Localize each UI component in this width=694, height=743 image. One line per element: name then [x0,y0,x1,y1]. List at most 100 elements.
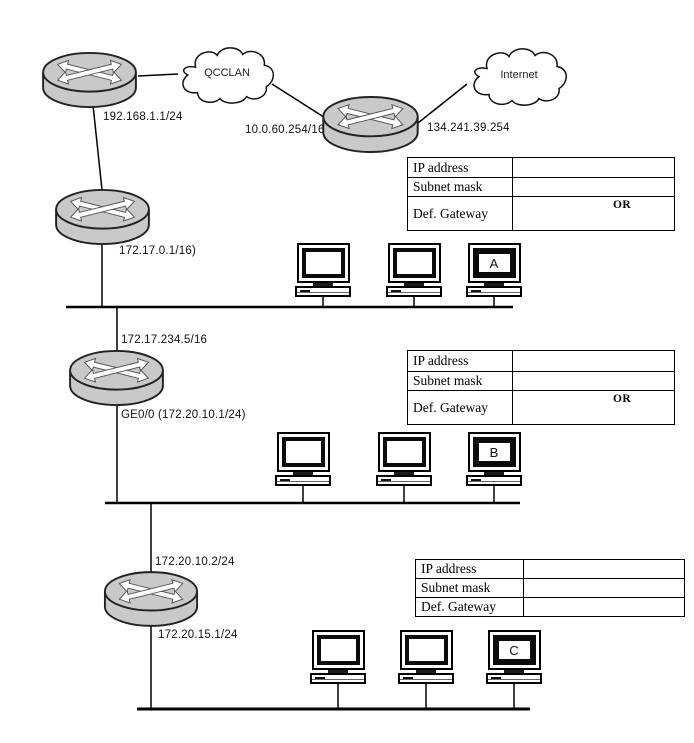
blank-cell-def-gateway [523,597,685,617]
monitor-icon [387,243,441,283]
ip-label-router3-upper: 172.17.234.5/16 [121,334,208,346]
host-computer-b: B [466,432,522,486]
row-label-subnet-mask: Subnet mask [407,177,513,197]
monitor-icon [311,630,365,670]
or-label: OR [613,393,632,405]
host-computer-c: C [486,630,542,684]
ip-config-table-c: IP address Subnet mask Def. Gateway [415,559,685,617]
router-node-lan3 [103,570,199,628]
host-computer-a: A [466,243,522,297]
computer-base [486,673,542,684]
host-computer [398,630,454,684]
row-label-subnet-mask: Subnet mask [407,371,513,391]
blank-cell-def-gateway: OR [512,390,675,425]
row-label-ip-address: IP address [407,157,513,178]
router-icon [54,188,151,246]
screen [404,635,448,665]
row-label-subnet-mask: Subnet mask [415,578,524,598]
host-computer [386,243,442,297]
ip-config-table-a: IP address Subnet mask Def. Gateway OR [407,157,675,231]
link-gateway-internet [417,83,468,124]
host-b-label: B [489,444,499,460]
cloud-qcclan: QCCLAN [176,43,278,107]
ip-label-router1-lan: 192.168.1.1/24 [103,111,183,123]
blank-cell-ip-address [512,350,675,372]
table-row: Def. Gateway [415,597,685,617]
host-computer [295,243,351,297]
router-icon [68,349,165,407]
screen [392,248,436,278]
monitor-stand [313,283,333,286]
ip-label-router3-ge00: GE0/0 (172.20.10.1/24) [121,409,246,421]
monitor-icon: A [467,243,521,283]
monitor-stand [504,670,524,673]
cloud-internet-label: Internet [500,68,538,81]
host-computer [376,432,432,486]
router-icon [321,95,420,154]
ip-label-router4-lower: 172.20.15.1/24 [158,629,238,641]
computer-base [398,673,454,684]
screen: A [472,248,516,278]
screen [281,437,325,467]
monitor-stand [404,283,424,286]
cloud-internet: Internet [467,44,571,109]
host-c-label: C [509,642,519,658]
monitor-stand [416,670,436,673]
monitor-stand [394,472,414,475]
monitor-icon: C [487,630,541,670]
computer-base [275,475,331,486]
cloud-qcclan-label: QCCLAN [204,67,250,79]
host-a-label: A [489,255,499,271]
table-row: Subnet mask [415,578,685,598]
screen [316,635,360,665]
row-label-ip-address: IP address [407,350,513,372]
blank-cell-ip-address [523,559,685,579]
computer-base [310,673,366,684]
screen: C [492,635,536,665]
ip-label-gateway-right: 134.241.39.254 [427,122,510,134]
host-computer [275,432,331,486]
row-label-def-gateway: Def. Gateway [407,390,513,425]
monitor-icon [377,432,431,472]
monitor-stand [484,472,504,475]
computer-base [376,475,432,486]
screen [382,437,426,467]
table-row: Subnet mask [407,371,675,391]
table-row: Def. Gateway OR [407,196,675,231]
router-icon [41,51,138,109]
router-node-lan2 [68,349,165,407]
link-router1-router2 [92,104,103,191]
router-node-top-left [41,51,138,109]
blank-cell-subnet-mask [512,177,675,197]
row-label-ip-address: IP address [415,559,524,579]
blank-cell-subnet-mask [512,371,675,391]
computer-base [386,286,442,297]
blank-cell-ip-address [512,157,675,178]
router-icon [103,570,199,628]
link-qcclan-gateway [271,83,331,122]
ip-label-router2-lan: 172.17.0.1/16) [119,245,196,257]
screen [301,248,345,278]
computer-base [466,475,522,486]
table-row: IP address [407,350,675,372]
monitor-stand [484,283,504,286]
monitor-icon [296,243,350,283]
screen: B [472,437,516,467]
router-node-internet-gateway [321,95,420,154]
monitor-icon [276,432,330,472]
computer-base [466,286,522,297]
monitor-stand [328,670,348,673]
link-router1-qcclan [137,73,179,77]
table-row: IP address [415,559,685,579]
computer-base [295,286,351,297]
monitor-icon: B [467,432,521,472]
ip-config-table-b: IP address Subnet mask Def. Gateway OR [407,350,675,425]
table-row: Def. Gateway OR [407,390,675,425]
host-computer [310,630,366,684]
row-label-def-gateway: Def. Gateway [407,196,513,231]
blank-cell-subnet-mask [523,578,685,598]
ip-label-gateway-left: 10.0.60.254/16 [245,124,325,136]
monitor-stand [293,472,313,475]
or-label: OR [613,199,632,211]
